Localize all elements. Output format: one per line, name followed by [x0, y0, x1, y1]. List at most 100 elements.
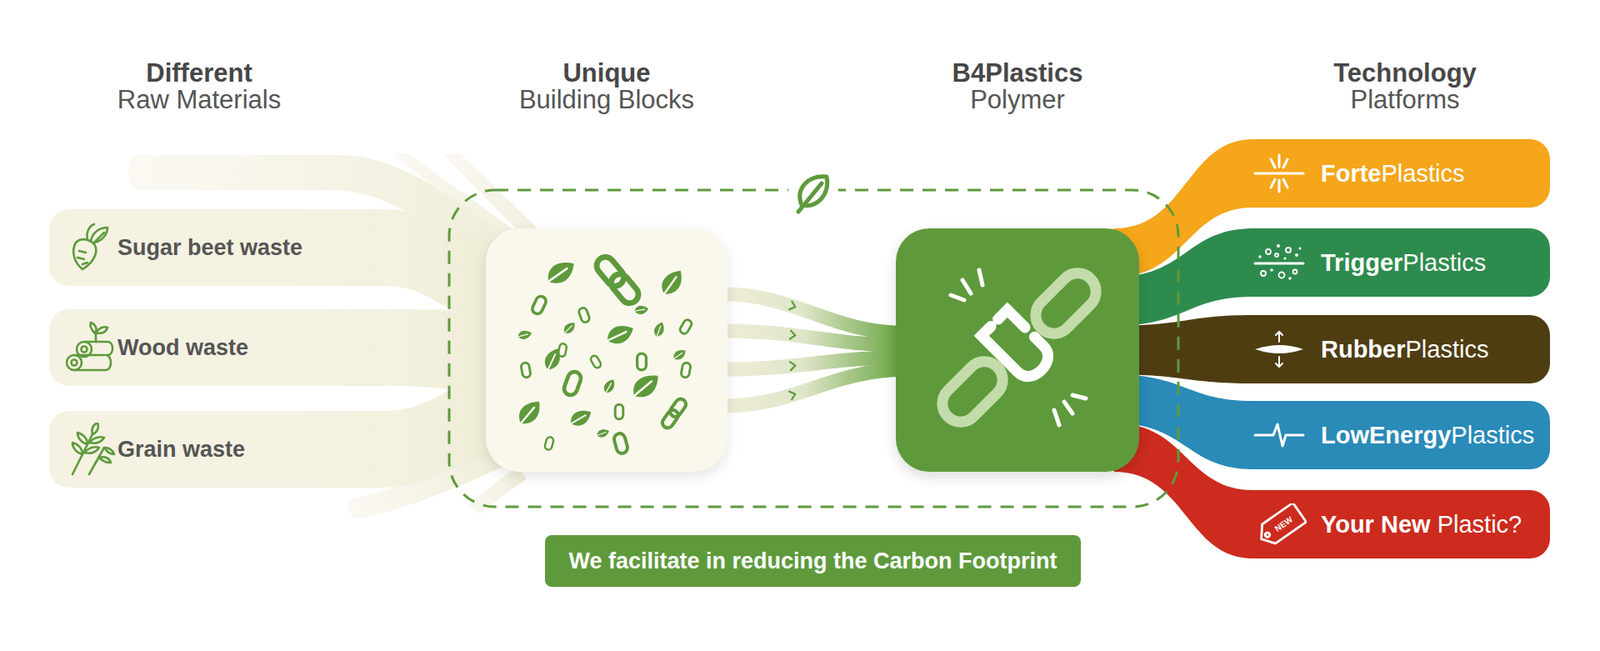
building-blocks-icons-part [680, 362, 692, 379]
arrowhead [789, 390, 797, 400]
broken-chain-icon-part-part-part [998, 310, 1026, 338]
forte-icon [1251, 152, 1307, 195]
platform-band: Your NewPlastic?NEW [1233, 490, 1550, 559]
trigger-icon-part-part [1270, 268, 1274, 272]
beet-icon-part-part [90, 227, 108, 243]
forte-icon-part-part [1255, 155, 1304, 192]
rubber-icon-part [1275, 331, 1283, 367]
connector [380, 309, 498, 390]
trigger-icon-part-part [1275, 253, 1279, 257]
trigger-icon-part [1258, 244, 1301, 280]
arrowhead [790, 330, 796, 340]
building-blocks-icons-part [577, 306, 590, 324]
new-tag-icon-part-part [1255, 503, 1307, 545]
node-text: Forte [1320, 160, 1382, 188]
building-blocks-icons-part [540, 348, 565, 373]
broken-chain-icon-part-part [1054, 395, 1086, 425]
beet-icon-part-part [77, 250, 88, 265]
building-blocks-icons-part [530, 294, 548, 315]
broken-chain-icon-part-part [950, 270, 983, 300]
arrowhead [790, 361, 796, 371]
building-blocks-icons-part [568, 406, 592, 430]
platform-band: LowEnergyPlastics [1233, 400, 1550, 470]
node-text: Trigger [1320, 249, 1403, 277]
building-blocks-icons-part [515, 327, 532, 344]
trigger-icon [1251, 241, 1307, 284]
trigger-icon-part [1260, 247, 1298, 279]
building-blocks-icons-part [637, 353, 647, 370]
building-blocks-icons-part [650, 321, 668, 339]
raw-material-band: Grain waste [49, 410, 383, 488]
building-blocks-icons-part [545, 259, 575, 289]
beet-icon-part [73, 224, 108, 270]
logs-icon-part-part [81, 346, 88, 353]
trigger-icon-part-part [1284, 257, 1287, 260]
trigger-icon-part-part [1279, 272, 1285, 279]
logs-icon [62, 320, 118, 373]
dashed-outline [449, 190, 1179, 507]
forte-icon-part [1255, 155, 1304, 192]
platform-band: FortePlastics [1233, 139, 1550, 208]
raw-material-band: Wood waste [49, 309, 383, 386]
building-blocks-icons-part [660, 396, 688, 430]
column-heading: B4Plastics [829, 58, 1206, 89]
building-blocks-icons-part [672, 348, 686, 362]
building-blocks-icons-part [630, 373, 659, 401]
building-blocks-icons-part [678, 318, 693, 335]
node-text: We facilitate in reducing the Carbon Foo… [568, 548, 1057, 575]
beet-icon-part-part [73, 239, 96, 270]
new-tag-icon-part [1255, 503, 1307, 545]
node-text: Plastics [1381, 160, 1465, 188]
low-energy-icon [1251, 414, 1307, 456]
column-subheading: Platforms [1196, 85, 1600, 115]
broken-chain-icon-part-part-part [981, 310, 1055, 384]
leaf-icon [798, 176, 828, 212]
logs-icon-part-part [66, 355, 82, 370]
grain-icon [64, 422, 116, 476]
leaf-icon-part [798, 183, 822, 212]
node-text: Plastic? [1437, 510, 1523, 539]
trigger-icon-part-part [1258, 255, 1262, 259]
arrowhead [789, 301, 797, 311]
raw-material-band: Sugar beet waste [49, 209, 383, 286]
rubber-icon [1251, 328, 1307, 370]
building-blocks-icons [485, 228, 728, 472]
broken-chain-icon [895, 228, 1140, 472]
node-text: Your New [1320, 510, 1431, 539]
building-blocks-icons-part [516, 401, 542, 427]
trigger-icon-part-part [1276, 244, 1280, 248]
platform-band: TriggerPlastics [1233, 228, 1550, 297]
node-text: Plastics [1450, 421, 1535, 450]
broken-chain-icon-part-part [981, 310, 1055, 384]
building-blocks-icons-part [562, 370, 583, 397]
logs-icon-part-part [71, 360, 78, 366]
column-heading: Different [0, 58, 408, 89]
trigger-icon-part-part [1295, 253, 1299, 257]
beet-icon [65, 222, 116, 273]
column-heading: Unique [419, 58, 795, 89]
broken-chain-icon-part-part [1028, 265, 1105, 342]
node-text: Wood waste [117, 335, 249, 361]
rubber-icon-part-part [1275, 331, 1283, 367]
node-text: Sugar beet waste [117, 235, 303, 261]
beet-icon-part-part [86, 224, 95, 240]
building-blocks-icons-part [593, 253, 643, 307]
rubber-icon-part [1255, 345, 1304, 354]
node-text: Grain waste [117, 436, 245, 463]
trigger-icon-part-part [1260, 270, 1266, 276]
node-text: Rubber [1320, 335, 1406, 364]
building-blocks-icons-part [590, 354, 603, 370]
column-subheading: Building Blocks [419, 85, 795, 115]
logs-icon-part [66, 322, 113, 370]
building-blocks-icons-part [658, 270, 685, 298]
logs-icon-part-part [74, 341, 113, 370]
node-text: LowEnergy [1320, 421, 1451, 450]
platform-band: RubberPlastics [1233, 315, 1550, 384]
building-blocks-icons-part [595, 426, 610, 441]
trigger-icon-part-part [1265, 249, 1271, 255]
connector [380, 380, 498, 488]
grain-icon-part-part [91, 422, 98, 435]
building-blocks-icons-part [612, 432, 629, 455]
column-heading: Technology [1196, 58, 1600, 89]
